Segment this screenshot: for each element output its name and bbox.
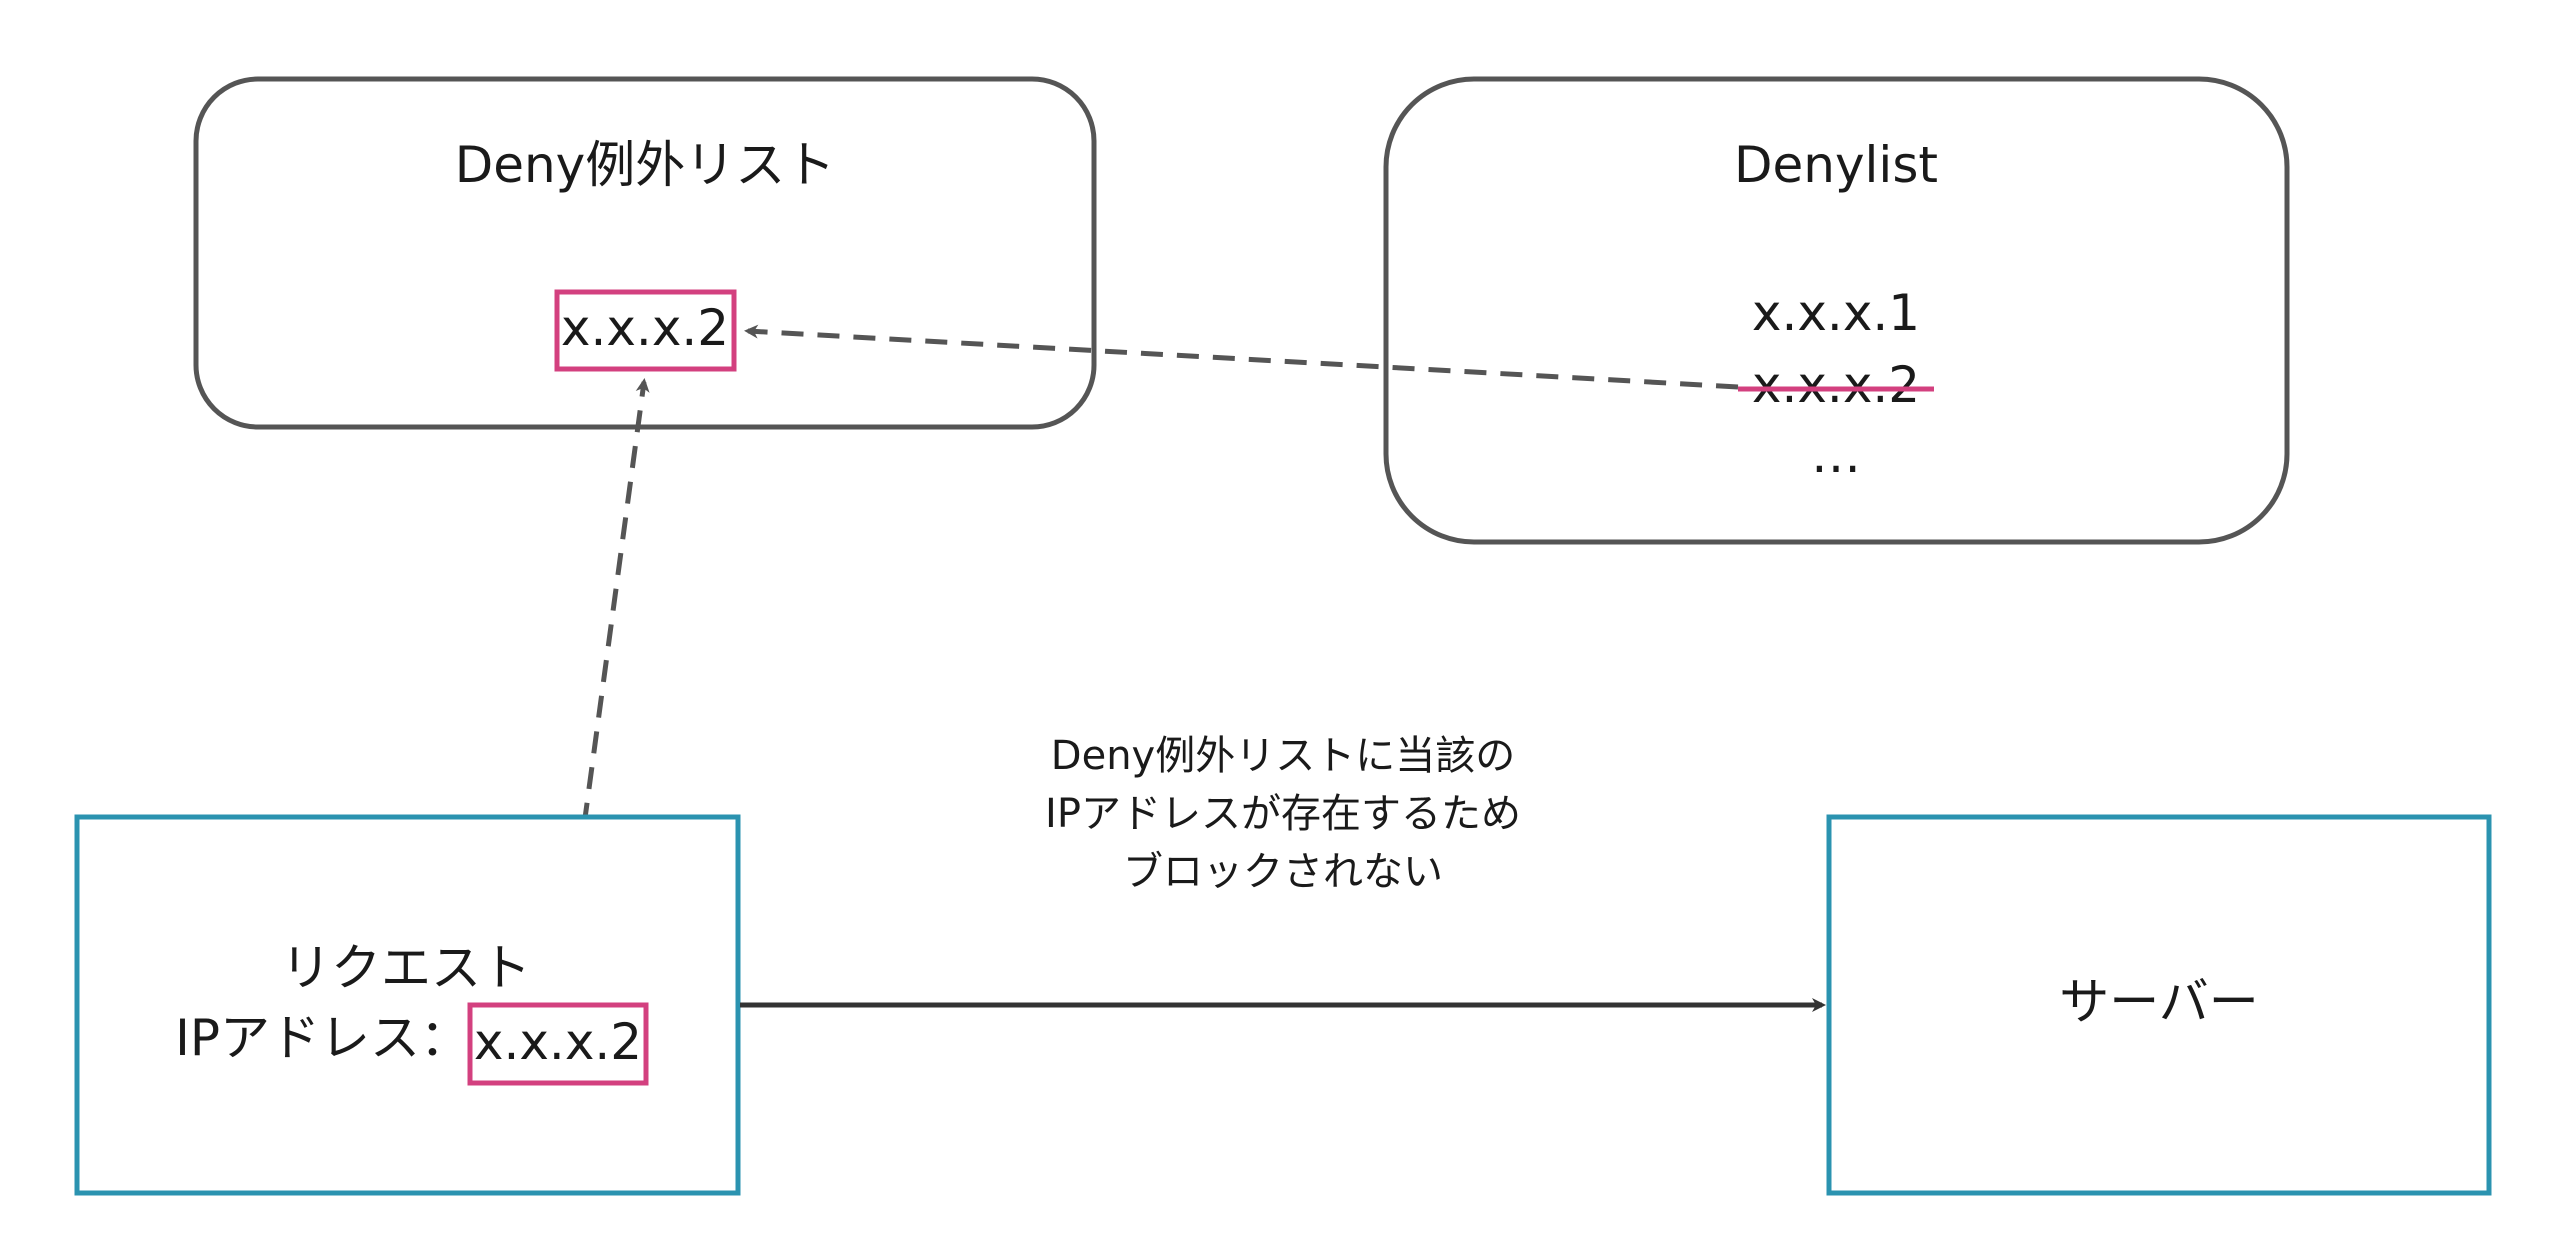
server-box: サーバー bbox=[1826, 814, 2492, 1196]
server-label: サーバー bbox=[2059, 973, 2259, 1031]
denylist-entry-2: x.x.x.2 bbox=[1752, 356, 1920, 414]
denylist-frame bbox=[1383, 76, 2290, 545]
annotation-line-2: IPアドレスが存在するため bbox=[1045, 791, 1521, 837]
denylist-entry-1: x.x.x.1 bbox=[1752, 284, 1920, 342]
annotation-line-3: ブロックされない bbox=[1123, 849, 1443, 895]
request-ip-highlight bbox=[467, 1002, 649, 1086]
server-frame bbox=[1826, 814, 2492, 1196]
request-box: リクエスト IPアドレス： x.x.x.2 bbox=[74, 814, 741, 1196]
request-ip-label: IPアドレス： bbox=[175, 1009, 470, 1067]
exception-entry-highlight bbox=[554, 289, 737, 372]
request-title: リクエスト bbox=[281, 939, 531, 997]
dashed-arrow-denylist-to-exception bbox=[744, 324, 1739, 390]
exception-list-frame bbox=[193, 76, 1097, 430]
request-ip-value: x.x.x.2 bbox=[474, 1013, 642, 1071]
exception-entry-ip: x.x.x.2 bbox=[561, 299, 729, 357]
exception-list-title: Deny例外リスト bbox=[455, 136, 836, 194]
denylist-title: Denylist bbox=[1734, 136, 1938, 194]
denylist-ellipsis: … bbox=[1811, 426, 1861, 484]
dashed-arrow-request-to-exception bbox=[557, 378, 650, 1004]
annotation: Deny例外リストに当該の IPアドレスが存在するため ブロックされない bbox=[1045, 733, 1521, 895]
exception-list-box: Deny例外リスト x.x.x.2 bbox=[193, 76, 1097, 430]
annotation-line-1: Deny例外リストに当該の bbox=[1051, 733, 1515, 779]
denylist-box: Denylist x.x.x.1 x.x.x.2 … bbox=[1383, 76, 2290, 545]
